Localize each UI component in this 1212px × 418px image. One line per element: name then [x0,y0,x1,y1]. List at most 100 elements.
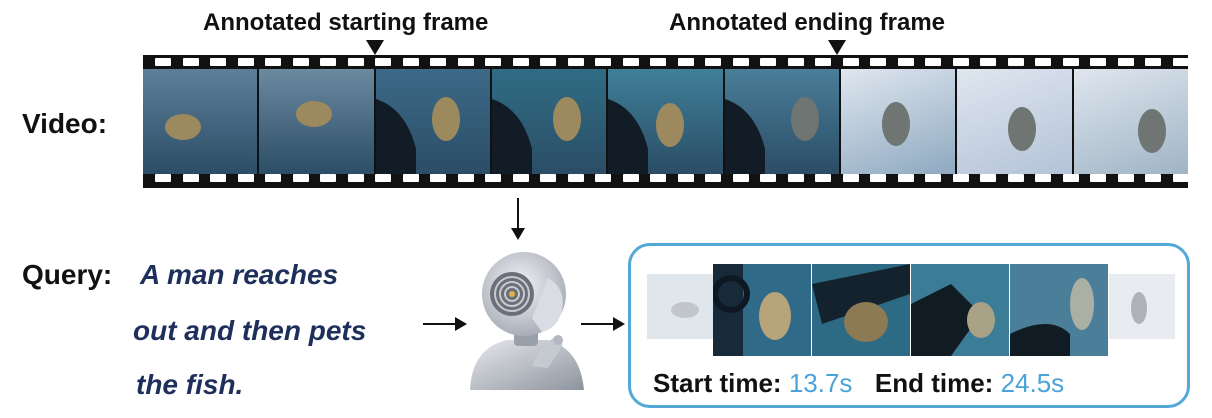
film-perforation [705,174,721,182]
result-frame-faded-left [647,274,713,339]
film-perforation [1117,174,1134,182]
film-perforation [320,58,336,66]
film-perforation [292,174,309,182]
result-frame-2 [812,264,910,356]
film-perforation [265,174,281,182]
film-perforation [925,58,941,66]
film-perforation [347,58,364,66]
film-perforation [512,58,529,66]
film-perforation [897,174,914,182]
film-perforation [292,58,309,66]
film-perforation [1035,174,1051,182]
video-label: Video: [22,108,108,139]
film-perforation [457,174,474,182]
film-perforation [567,58,584,66]
film-perforation [787,174,804,182]
film-perforation [1090,174,1106,182]
video-film-strip [143,55,1189,188]
film-perforation [650,174,666,182]
query-label: Query: [22,259,113,290]
film-perforation [237,58,254,66]
film-perforation [815,58,831,66]
video-frame [840,69,956,174]
film-perforation [760,58,776,66]
film-perforation [622,174,639,182]
right-arrow-icon [423,316,469,332]
start-time-label: Start time: [653,368,782,398]
film-perforation [980,58,996,66]
film-perforation [320,174,336,182]
video-frame [259,69,374,174]
film-perforation [952,58,969,66]
start-time-value: 13.7s [788,368,853,398]
down-arrow-icon [510,198,526,242]
film-perforation [402,174,419,182]
video-frame [957,69,1072,174]
film-perforation [980,174,996,182]
film-perforation [512,174,529,182]
film-perforation [650,58,666,66]
result-frame-3 [911,264,1009,356]
film-perforation [347,174,364,182]
film-perforation [842,174,859,182]
film-perforation [402,58,419,66]
video-frame [491,69,607,174]
result-frame-faded-right [1109,274,1175,339]
film-perforation [815,174,831,182]
film-perforation [925,174,941,182]
film-perforation [760,174,776,182]
end-marker-icon [828,40,846,55]
film-perforation [1007,58,1024,66]
film-perforation [1007,174,1024,182]
video-frames [143,69,1188,174]
film-perforation [732,58,749,66]
video-frame [375,69,490,174]
query-text-line-2: out and then pets [133,315,367,346]
end-time-value: 24.5s [1000,368,1065,398]
film-perforation [182,174,199,182]
film-perforation [897,58,914,66]
right-arrow-icon [581,316,627,332]
film-perforation [567,174,584,182]
film-perforation [595,58,611,66]
film-perforation [210,174,226,182]
annotated-end-label: Annotated ending frame [669,9,946,36]
film-perforations-top [143,58,1189,69]
video-frame [1073,69,1188,174]
film-perforation [622,58,639,66]
film-perforation [375,174,391,182]
film-perforation [952,174,969,182]
film-perforation [182,58,199,66]
film-perforation [540,174,556,182]
film-perforation [1062,58,1079,66]
start-marker-icon [366,40,384,55]
film-perforation [485,58,501,66]
film-perforation [705,58,721,66]
film-perforation [595,174,611,182]
query-text-line-1: A man reaches [140,259,339,290]
film-perforation [265,58,281,66]
film-perforation [210,58,226,66]
end-time-label: End time: [874,368,994,398]
film-perforation [870,58,886,66]
film-perforation [155,58,171,66]
film-perforation [155,174,171,182]
result-frame-4 [1010,264,1108,356]
film-perforation [677,174,694,182]
robot-thinking-icon [462,248,592,390]
film-perforation [1090,58,1106,66]
video-frame [724,69,839,174]
film-perforation [457,58,474,66]
film-perforation [1062,174,1079,182]
film-perforation [677,58,694,66]
film-perforation [870,174,886,182]
film-perforations-bottom [143,174,1189,185]
film-perforation [540,58,556,66]
result-frame-1 [713,264,811,356]
query-text-line-3: the fish. [136,369,244,400]
film-perforation [485,174,501,182]
film-perforation [430,174,446,182]
film-perforation [732,174,749,182]
annotated-start-label: Annotated starting frame [203,9,489,36]
video-frame [608,69,723,174]
